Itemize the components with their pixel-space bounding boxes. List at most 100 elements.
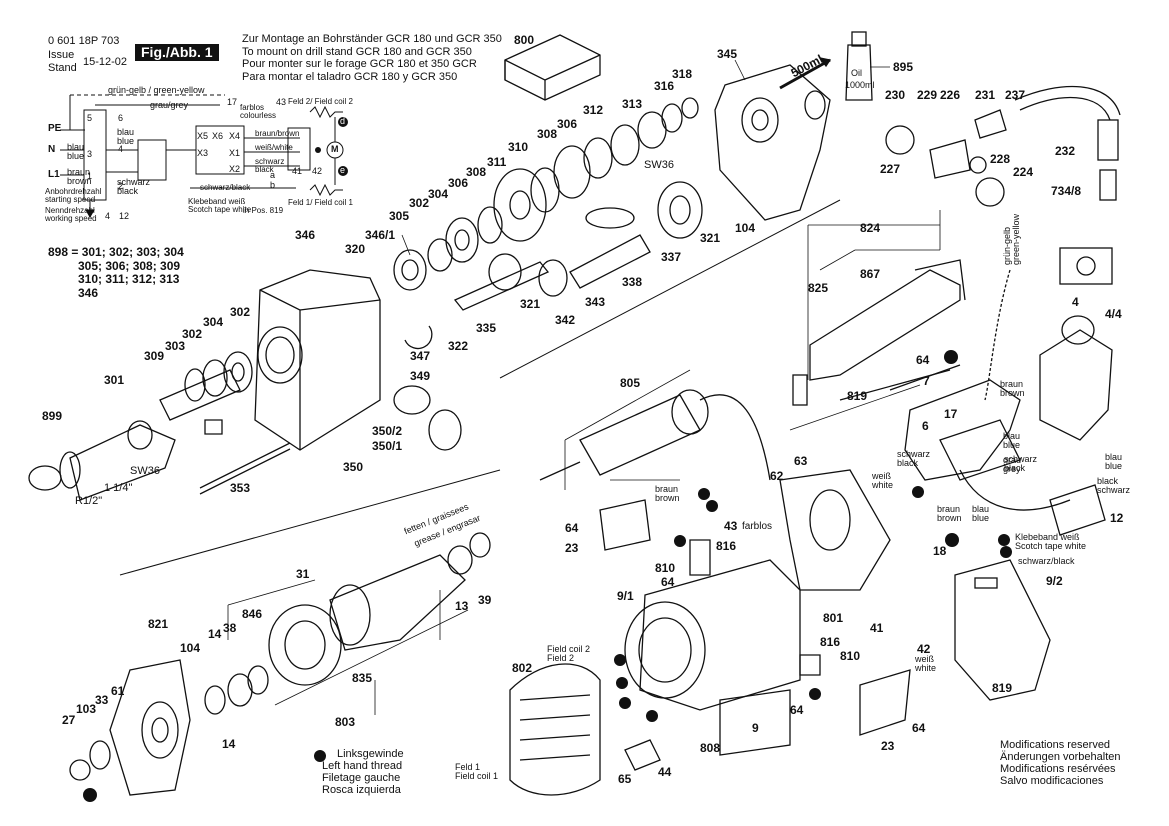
issue-label: Issue [48, 49, 75, 61]
part-322: 322 [448, 339, 469, 353]
terminal-l1: L1 [48, 169, 60, 180]
part-226: 226 [940, 88, 961, 102]
part-306-top: 306 [557, 117, 578, 131]
part-346-1: 346/1 [365, 228, 396, 242]
part-64-left: 64 [565, 521, 579, 535]
part-4-4: 4/4 [1105, 307, 1122, 321]
scotch-tape-right: Klebeband weiß Scotch tape white [1015, 532, 1087, 552]
wire-blue-mid: blau blue [117, 127, 135, 147]
wiring-4: 4 [105, 211, 111, 221]
set-898-line-2: 305; 306; 308; 309 [78, 259, 181, 273]
part-312: 312 [583, 103, 604, 117]
wire-brown-left: braun brown [67, 167, 92, 187]
part-337: 337 [661, 250, 682, 264]
part-232: 232 [1055, 144, 1076, 158]
wire-grey: grau/grey [150, 100, 189, 110]
term-x6: X6 [212, 131, 224, 141]
part-321-right: 321 [700, 231, 721, 245]
stand-label: Stand [48, 62, 77, 74]
part-346: 346 [295, 228, 316, 242]
part-14-top: 14 [208, 627, 222, 641]
term-x3: X3 [197, 148, 209, 158]
wiring-43: 43 [276, 97, 287, 107]
part-229: 229 [917, 88, 938, 102]
part-9-1: 9/1 [617, 589, 634, 603]
wire-label-white: weiß white [872, 471, 894, 491]
mount-line-en: To mount on drill stand GCR 180 and GCR … [242, 46, 472, 58]
wiring-ref-e: e [340, 165, 346, 175]
legend-left-hand-de: Linksgewinde [337, 748, 404, 760]
wire-label-brown-brush: braun brown [655, 484, 680, 504]
part-819-top: 819 [847, 389, 868, 403]
field-coil-2-text: Field coil 2 Field 2 [547, 644, 591, 664]
wiring-41: 41 [292, 166, 303, 176]
part-899: 899 [42, 409, 63, 423]
wire-black-mid: schwarz black [117, 177, 151, 197]
motor-art [69, 532, 661, 796]
wiring-17: 17 [227, 97, 238, 107]
part-38: 38 [223, 621, 237, 635]
mount-line-fr: Pour monter sur le forage GCR 180 et 350… [242, 58, 477, 70]
part-227: 227 [880, 162, 901, 176]
part-816-bottom: 816 [820, 635, 841, 649]
part-304-top: 304 [428, 187, 449, 201]
top-parts-art [504, 31, 1121, 221]
part-810-top: 810 [655, 561, 676, 575]
wiring-diagram [60, 94, 344, 219]
thread-1-1-4: 1 1/4" [104, 482, 133, 494]
wiring-ref-d: d [340, 116, 346, 126]
footer-line-1: Modifications reserved [1000, 739, 1111, 751]
in-pos-label: in Pos. 819 [243, 206, 284, 215]
part-338: 338 [622, 275, 643, 289]
part-64-mid: 64 [661, 575, 675, 589]
part-304: 304 [203, 315, 224, 329]
part-816-top: 816 [716, 539, 737, 553]
part-803: 803 [335, 715, 356, 729]
part-301: 301 [104, 373, 125, 387]
thread-r12: R1/2" [75, 495, 103, 507]
part-801: 801 [823, 611, 844, 625]
part-867: 867 [860, 267, 881, 281]
part-302-top: 302 [409, 196, 430, 210]
term-x2: X2 [229, 164, 241, 174]
part-104-bottom: 104 [180, 641, 201, 655]
part-12: 12 [1110, 511, 1124, 525]
wire-label-brown: braun brown [1000, 379, 1025, 399]
switch-handle-art [539, 247, 1113, 756]
wire-label-brown-mid: braun brown [937, 504, 962, 524]
field-coil-1-text: Feld 1 Field coil 1 [455, 762, 499, 782]
part-895: 895 [893, 60, 914, 74]
part-825: 825 [808, 281, 829, 295]
wire-label-black-right: black schwarz [1097, 476, 1131, 496]
wire-label-black: schwarz black [897, 449, 931, 469]
part-27: 27 [62, 713, 76, 727]
field-coil-1-label: Feld 1/ Field coil 1 [288, 198, 353, 207]
part-345: 345 [717, 47, 738, 61]
term-2: 2 [118, 181, 124, 191]
wire-label-white-42: weiß white [915, 654, 937, 674]
part-316: 316 [654, 79, 675, 93]
part-18: 18 [933, 544, 947, 558]
oil-label-2: 1000ml [845, 80, 875, 90]
part-103: 103 [76, 702, 97, 716]
terminal-pe: PE [48, 123, 62, 134]
part-44: 44 [658, 765, 672, 779]
doc-number: 0 601 18P 703 [48, 35, 120, 47]
part-835: 835 [352, 671, 373, 685]
wrench-size-sw36-top: SW36 [644, 159, 674, 171]
legend-left-hand-en: Left hand thread [322, 760, 403, 772]
part-41: 41 [870, 621, 884, 635]
set-898-line-3: 310; 311; 312; 313 [78, 272, 180, 286]
term-5: 5 [87, 113, 93, 123]
part-305: 305 [389, 209, 410, 223]
part-343: 343 [585, 295, 606, 309]
wire-label-blue: blau blue [1003, 431, 1021, 451]
part-302-low: 302 [182, 327, 203, 341]
part-9: 9 [752, 721, 759, 735]
part-824: 824 [860, 221, 881, 235]
gear-assembly-art [28, 97, 703, 501]
part-350-2: 350/2 [372, 424, 403, 438]
part-303: 303 [165, 339, 186, 353]
part-808: 808 [700, 741, 721, 755]
part-810-bottom: 810 [840, 649, 861, 663]
